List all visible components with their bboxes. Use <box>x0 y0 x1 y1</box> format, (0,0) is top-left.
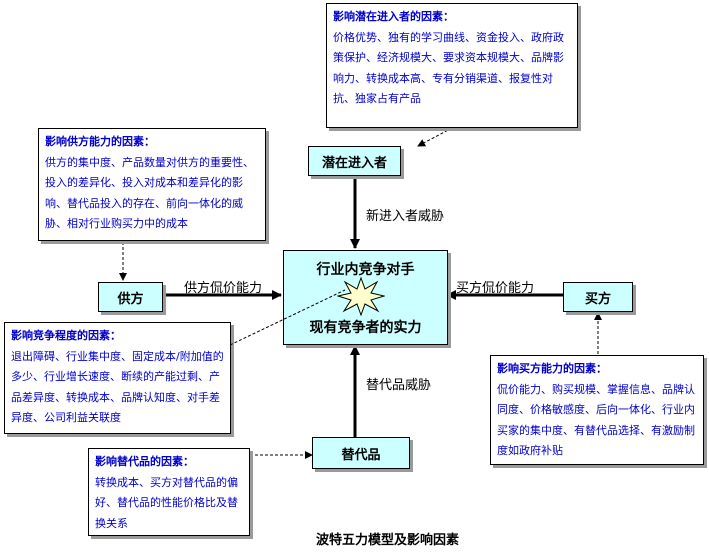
buyer-factors-box: 影响买方能力的因素： 侃价能力、购买规模、掌握信息、品牌认同度、价格敏感度、后向… <box>490 355 704 465</box>
substitutes-node: 替代品 <box>312 437 410 469</box>
substitute-factors-title: 影响替代品的因素： <box>95 455 194 468</box>
supplier-factors-box: 影响供方能力的因素： 供方的集中度、产品数量对供方的重要性、投入的差异化、投入对… <box>38 128 266 241</box>
substitute-factors-box: 影响替代品的因素： 转换成本、买方对替代品的偏好、替代品的性能价格比及替换关系 <box>88 448 250 536</box>
competition-factors-title: 影响竞争程度的因素： <box>11 329 121 342</box>
entrants-factors-box: 影响潜在进入者的因素： 价格优势、独有的学习曲线、资金投入、政府政策保护、经济规… <box>326 3 578 128</box>
industry-rivalry-node: 行业内竞争对手 现有竞争者的实力 <box>283 250 448 345</box>
suppliers-node: 供方 <box>98 282 163 312</box>
competition-factor-link <box>229 289 346 346</box>
rivalry-title: 行业内竞争对手 <box>316 262 415 278</box>
substitutes-label: 替代品 <box>341 447 381 463</box>
competition-factors-box: 影响竞争程度的因素： 退出障碍、行业集中度、固定成本/附加值的多少、行业增长速度… <box>4 322 231 434</box>
buyers-node: 买方 <box>563 282 633 312</box>
conflict-starburst-icon <box>337 276 385 316</box>
substitute-threat-label: 替代品威胁 <box>366 378 432 393</box>
entrants-factors-text: 价格优势、独有的学习曲线、资金投入、政府政策保护、经济规模大、要求资本规模大、品… <box>333 30 564 106</box>
buyer-factors-text: 侃价能力、购买规模、掌握信息、品牌认同度、价格敏感度、后向一体化、行业内买家的集… <box>497 382 695 458</box>
entrants-factor-link <box>417 127 453 147</box>
supplier-power-label: 供方侃价能力 <box>184 281 263 296</box>
potential-entrants-node: 潜在进入者 <box>308 146 401 176</box>
competition-factors-text: 退出障碍、行业集中度、固定成本/附加值的多少、行业增长速度、断续的产能过剩、产品… <box>11 349 224 425</box>
buyer-factors-title: 影响买方能力的因素： <box>497 362 607 375</box>
supplier-factors-title: 影响供方能力的因素： <box>45 135 155 148</box>
supplier-factors-text: 供方的集中度、产品数量对供方的重要性、投入的差异化、投入对成本和差异化的影响、替… <box>45 155 254 231</box>
suppliers-label: 供方 <box>117 291 144 307</box>
rivalry-subtitle: 现有竞争者的实力 <box>309 320 422 336</box>
diagram-title: 波特五力模型及影响因素 <box>316 533 460 548</box>
buyer-power-label: 买方侃价能力 <box>456 281 535 296</box>
buyers-label: 买方 <box>584 291 611 307</box>
substitute-factors-text: 转换成本、买方对替代品的偏好、替代品的性能价格比及替换关系 <box>95 475 238 530</box>
entrants-factors-title: 影响潜在进入者的因素： <box>333 10 454 23</box>
potential-entrants-label: 潜在进入者 <box>321 155 387 171</box>
entrants-threat-label: 新进入者威胁 <box>366 209 445 224</box>
